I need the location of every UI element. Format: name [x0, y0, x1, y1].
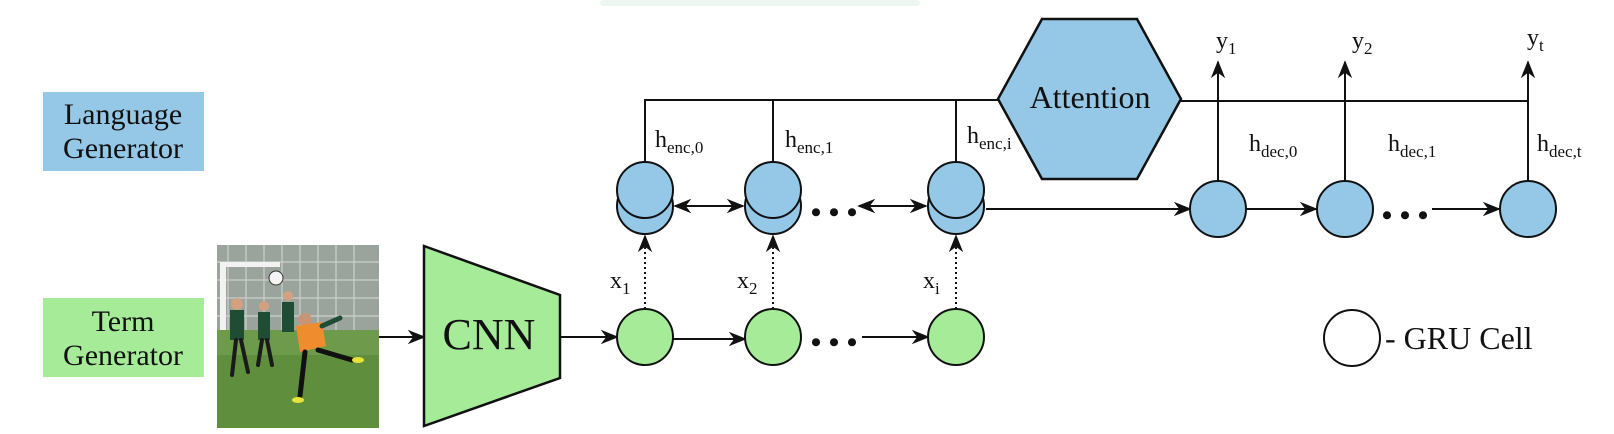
- enc-hidden-label-0: henc,0: [655, 127, 703, 157]
- output-label-1: y1: [1216, 28, 1237, 58]
- language-generator-legend: Language Generator: [43, 92, 204, 171]
- output-label-t: yt: [1527, 25, 1544, 55]
- encoder-ellipsis: • • •: [811, 196, 858, 229]
- dec-hidden-label-0: hdec,0: [1249, 131, 1297, 161]
- term-gru-cell-1: [616, 308, 674, 366]
- gru-cell-legend-icon: [1323, 309, 1381, 367]
- decoder-ellipsis: • • •: [1382, 199, 1429, 232]
- input-label-i: xi: [923, 268, 940, 298]
- term-generator-legend: Term Generator: [43, 298, 204, 377]
- cnn-block: [422, 244, 562, 428]
- language-generator-label-line2: Generator: [63, 132, 183, 165]
- term-generator-label-line2: Generator: [63, 339, 183, 372]
- decoder-gru-cell-0: [1189, 180, 1247, 238]
- gru-cell-legend: - GRU Cell: [1323, 309, 1533, 367]
- input-label-2: x2: [737, 268, 758, 298]
- language-generator-label-line1: Language: [64, 98, 182, 131]
- term-generator-label-line1: Term: [92, 305, 155, 338]
- term-generator-swatch: [43, 298, 204, 377]
- dec-hidden-label-t: hdec,t: [1537, 131, 1582, 161]
- decoder-gru-cell-1: [1316, 180, 1374, 238]
- enc-hidden-label-1: henc,1: [785, 127, 833, 157]
- term-gru-cell-2: [744, 308, 802, 366]
- attention-label: Attention: [1030, 79, 1151, 115]
- term-ellipsis: • • •: [811, 326, 858, 359]
- encoder-gru-cell-0: [616, 161, 674, 235]
- gru-cell-legend-label: - GRU Cell: [1385, 320, 1533, 356]
- output-label-2: y2: [1352, 28, 1373, 58]
- cnn-label: CNN: [443, 310, 536, 359]
- language-generator-swatch: [43, 92, 204, 171]
- encoder-gru-cell-1: [744, 161, 802, 235]
- decoder-gru-cell-t: [1499, 180, 1557, 238]
- top-shadow-artifact: [600, 0, 920, 6]
- soccer-photo-icon: [217, 245, 379, 428]
- input-label-1: x1: [610, 268, 631, 298]
- dec-hidden-label-1: hdec,1: [1388, 131, 1436, 161]
- enc-hidden-label-i: henc,i: [967, 123, 1012, 153]
- attention-block: [996, 17, 1183, 181]
- encoder-gru-cell-i: [927, 161, 985, 235]
- term-gru-cell-i: [927, 308, 985, 366]
